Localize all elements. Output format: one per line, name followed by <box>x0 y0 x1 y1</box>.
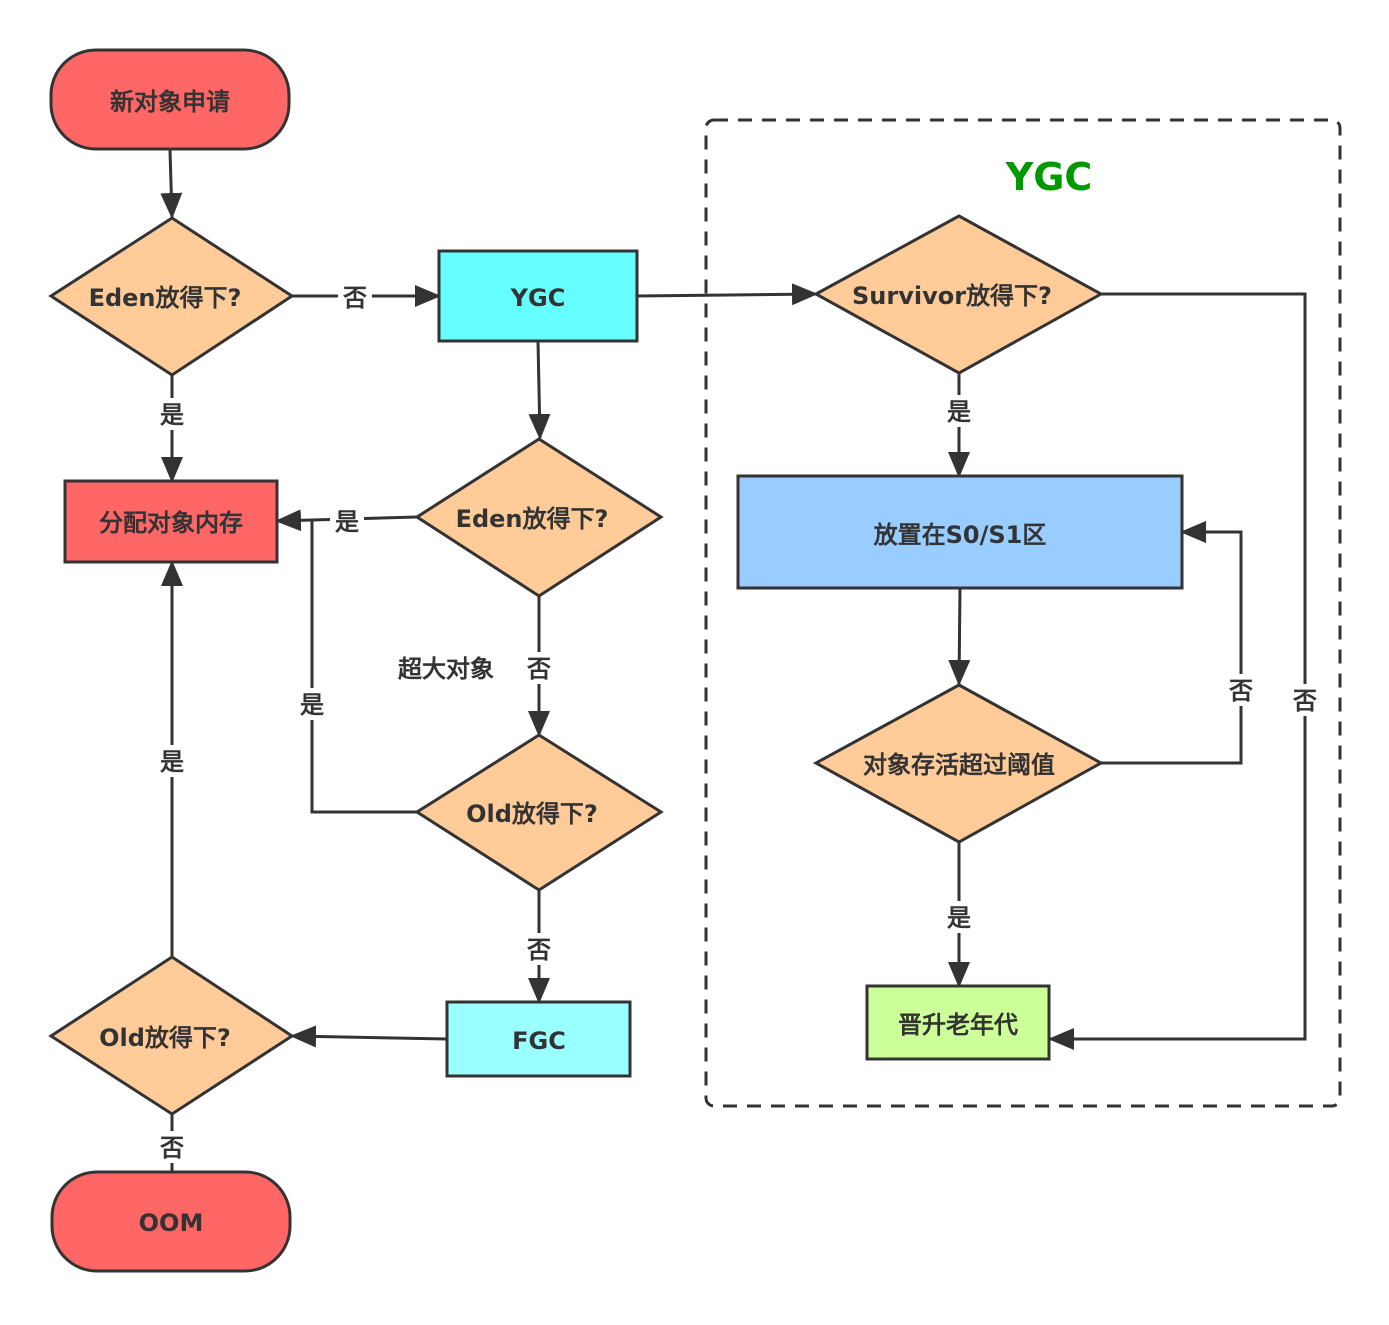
fgc-process-label: FGC <box>512 1027 566 1055</box>
edge-label-eden2-no: 否 <box>526 655 551 683</box>
edge-label-survivor-no: 否 <box>1292 687 1317 715</box>
eden-check-2-diamond <box>414 437 664 598</box>
edge-label-eden2-yes: 是 <box>335 508 359 536</box>
edge-label-age-yes: 是 <box>947 904 971 932</box>
alloc-process <box>63 479 279 564</box>
edge-start-to-eden1 <box>160 149 183 219</box>
edge-age-to-place <box>1101 521 1243 765</box>
ygc-process-label: YGC <box>510 284 566 312</box>
eden-check-1-diamond <box>48 216 295 377</box>
ygc-group-title: YGC <box>1005 155 1093 199</box>
old-check-2-diamond <box>48 955 295 1116</box>
old-check-2-label: Old放得下? <box>99 1024 231 1052</box>
oom-terminal <box>50 1170 292 1273</box>
oom-terminal-label: OOM <box>139 1209 204 1237</box>
eden-check-1-label: Eden放得下? <box>89 284 242 312</box>
place-s0s1-label: 放置在S0/S1区 <box>873 521 1047 549</box>
fgc-process <box>445 1000 632 1078</box>
edge-place-to-age <box>948 587 971 686</box>
edge-ygc-to-eden2 <box>528 340 551 440</box>
age-check-label: 对象存活超过阈值 <box>863 751 1055 779</box>
edge-ygc-to-survivor <box>636 283 818 306</box>
edge-survivor-to-promote <box>1048 292 1307 1050</box>
edge-label-old2-yes: 是 <box>160 748 184 776</box>
edge-label-survivor-yes: 是 <box>947 398 971 426</box>
survivor-check-label: Survivor放得下? <box>852 282 1052 310</box>
edge-label-old1-yes: 是 <box>300 691 324 719</box>
old-check-1-diamond <box>414 733 664 892</box>
place-s0s1-process <box>736 474 1184 590</box>
edge-label-large-object: 超大对象 <box>398 655 494 683</box>
edge-label-age-no: 否 <box>1228 677 1253 705</box>
promote-process <box>865 984 1051 1061</box>
survivor-check-diamond <box>812 214 1105 375</box>
old-check-1-label: Old放得下? <box>466 800 598 828</box>
edge-fgc-to-old2 <box>290 1025 448 1048</box>
ygc-process <box>437 249 639 343</box>
start-terminal <box>49 48 291 151</box>
edge-label-eden1-yes: 是 <box>160 401 184 429</box>
edge-label-old1-no: 否 <box>526 936 551 964</box>
edge-label-eden1-no: 否 <box>342 284 367 312</box>
eden-check-2-label: Eden放得下? <box>456 505 609 533</box>
age-check-diamond <box>812 683 1105 844</box>
start-terminal-label: 新对象申请 <box>110 88 230 116</box>
ygc-group-box <box>704 118 1342 1108</box>
alloc-process-label: 分配对象内存 <box>99 509 243 537</box>
promote-process-label: 晋升老年代 <box>898 1011 1018 1039</box>
edge-label-old2-no: 否 <box>159 1134 184 1162</box>
edge-old1-to-alloc <box>310 521 417 814</box>
